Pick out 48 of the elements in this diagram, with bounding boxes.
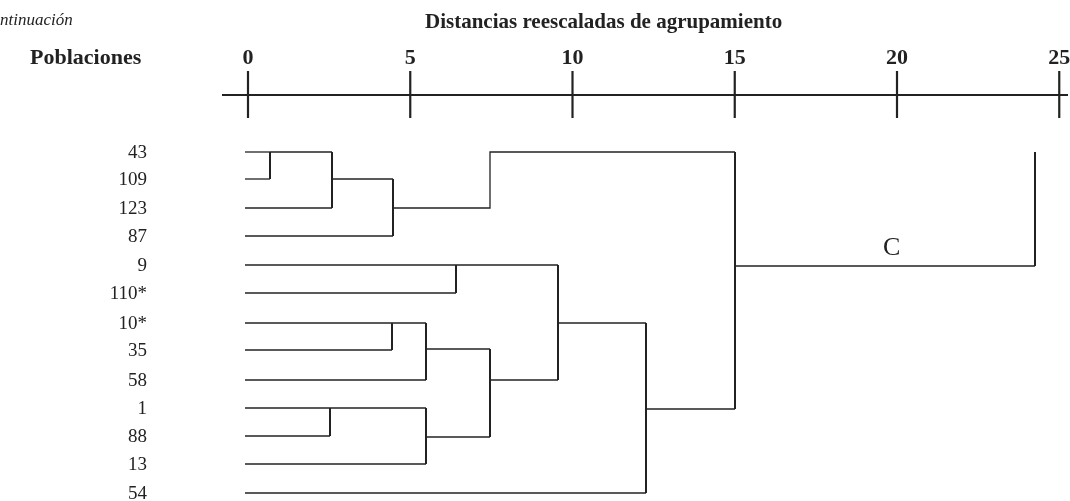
column-heading: Poblaciones [30, 46, 142, 68]
population-label: 9 [137, 255, 147, 274]
axis-title: Distancias reescaladas de agrupamiento [425, 11, 783, 32]
dendrogram-branch [244, 235, 394, 237]
dendrogram-branch [269, 151, 333, 153]
population-label: 1 [137, 398, 147, 417]
population-label: 123 [118, 198, 147, 217]
tick-label: 20 [886, 46, 908, 68]
dendrogram-branch [331, 178, 394, 180]
population-label: 35 [128, 340, 147, 359]
cluster-label: C [883, 234, 901, 260]
dendrogram-branch [244, 407, 331, 409]
tick-label: 25 [1048, 46, 1070, 68]
dendrogram-branch [244, 207, 333, 209]
dendrogram-branch [645, 408, 736, 410]
dendrogram-branch [391, 322, 427, 324]
tick-label: 10 [561, 46, 584, 68]
dendrogram-branch [244, 379, 427, 381]
tick-label: 15 [723, 46, 746, 68]
dendrogram-branch [244, 264, 457, 266]
population-label: 13 [128, 454, 147, 473]
dendrogram-branch [455, 264, 559, 266]
dendrogram-branch [244, 322, 393, 324]
dendrogram-branch [425, 436, 491, 438]
continuation-note: ntinuación [0, 11, 73, 28]
dendrogram-branch [244, 151, 271, 153]
dendrogram-branch [489, 379, 559, 381]
dendrogram-branch [329, 407, 427, 409]
tick-label: 5 [404, 46, 416, 68]
dendrogram-branch [734, 265, 1036, 267]
population-label: 88 [128, 426, 147, 445]
tick-label: 0 [242, 46, 254, 68]
dendrogram-branch [244, 463, 427, 465]
dendrogram-branch [244, 292, 457, 294]
population-label: 110* [109, 283, 147, 302]
dendrogram-branch [244, 435, 331, 437]
population-label: 10* [118, 313, 147, 332]
population-label: 54 [128, 483, 147, 501]
dendrogram-branch [392, 151, 736, 209]
population-label: 58 [128, 370, 147, 389]
dendrogram-branch [425, 348, 491, 350]
dendrogram-branch [244, 492, 647, 494]
dendrogram-branch [557, 322, 647, 324]
population-label: 43 [128, 142, 147, 161]
population-label: 109 [118, 169, 147, 188]
dendrogram-branch [244, 349, 393, 351]
dendrogram-branch [244, 178, 271, 180]
population-label: 87 [128, 226, 147, 245]
